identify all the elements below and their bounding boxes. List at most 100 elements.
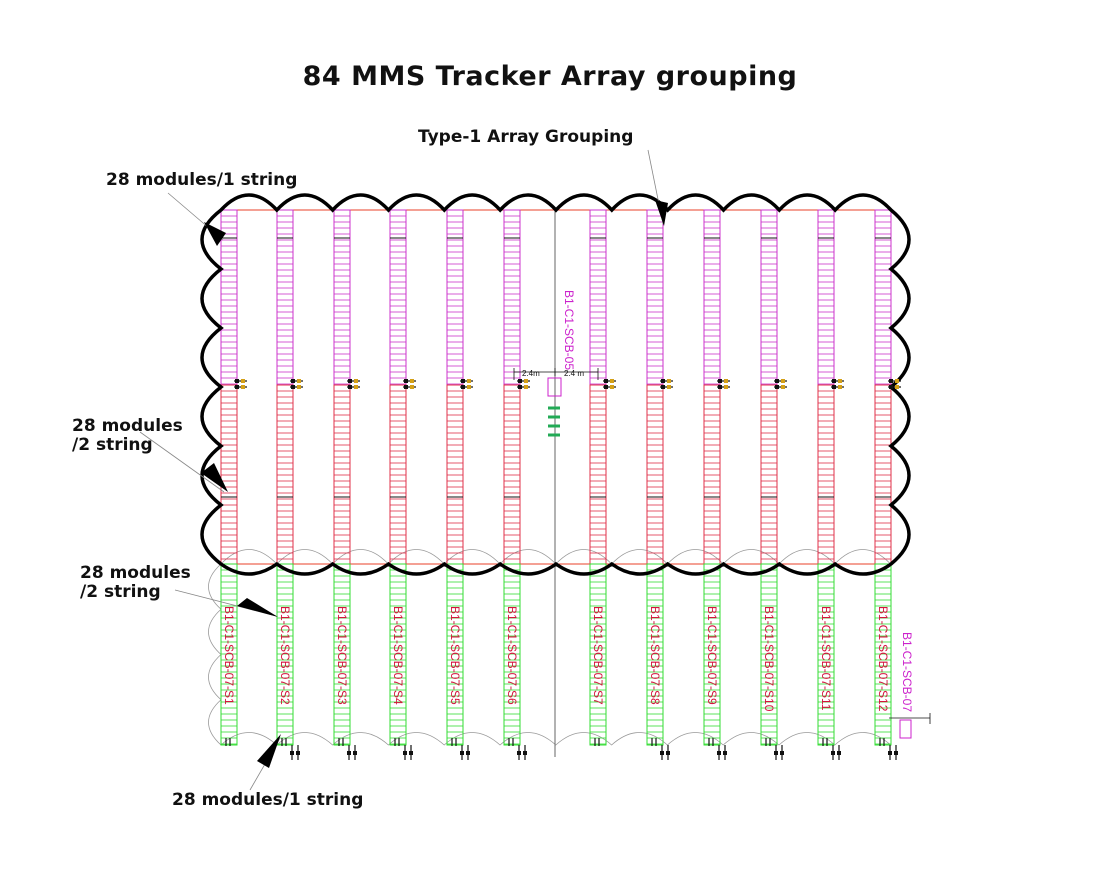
upper-cloud-outline [200,193,911,576]
bottom-connector [451,738,470,760]
string-label: B1-C1-SCB-07-S11 [819,606,833,711]
upper-string-table [503,209,521,386]
lower-cloud-outline [208,549,891,746]
page-title: 84 MMS Tracker Array grouping [302,61,798,92]
lower-string-table [389,563,407,746]
connector-plug [348,385,352,389]
string-label: B1-C1-SCB-07-S5 [448,606,462,705]
annotation-middle-left: 28 modules /2 string [72,417,183,454]
lower-cloud-bottom [220,732,891,746]
string-label: B1-C1-SCB-07-S4 [391,606,405,705]
connector-plug [895,379,899,383]
connector-plug [460,751,464,755]
annotation-middle-left-line1: 28 modules [72,416,183,436]
connector-plug [838,379,842,383]
connector-plug [297,379,301,383]
connector-plug [291,379,295,383]
block-boundaries [220,209,892,757]
bottom-connector [594,738,600,746]
string-label: B1-C1-SCB-07-S3 [335,606,349,705]
tracker-column [874,209,892,746]
connector-plug [661,379,665,383]
connector-plug [241,379,245,383]
string-label: B1-C1-SCB-07-S8 [648,606,662,705]
lower-string-table [333,563,351,746]
upper-string-table [646,209,664,386]
bottom-connector [225,738,231,746]
connector-pair [717,379,730,389]
connector-plug [524,379,528,383]
middle-string-table [874,384,892,565]
tracker-column [446,209,464,746]
leader-arrow-middle [201,463,228,492]
tracker-column [589,209,607,746]
bottom-connector [879,738,898,760]
tracker-column [703,209,721,746]
annotation-leaders [139,149,668,791]
lower-string-table [503,563,521,746]
connector-plug [831,751,835,755]
string-label: B1-C1-SCB-07-S6 [505,606,519,705]
annotation-bottom: 28 modules/1 string [172,790,364,810]
bottom-connector [822,738,841,760]
connector-pair [888,379,901,389]
upper-string-table [703,209,721,386]
upper-string-table [333,209,351,386]
connector-plug [604,385,608,389]
connector-plug [838,385,842,389]
lower-string-table [220,563,238,746]
connector-plug [518,385,522,389]
bottom-connector [651,738,670,760]
connector-plug [718,379,722,383]
annotation-lower-left: 28 modules /2 string [80,564,191,601]
annotation-lower-left-line2: /2 string [80,581,161,602]
connector-plug [604,379,608,383]
connector-plug [410,379,414,383]
tracker-column [333,209,351,746]
connector-plug [775,385,779,389]
bottom-connector [338,738,357,760]
connector-plug [524,385,528,389]
connector-plug [461,379,465,383]
connector-plug [291,385,295,389]
tracker-column [220,209,238,746]
middle-string-table [446,384,464,565]
leader-line-middle [139,431,225,493]
lower-string-table [760,563,778,746]
lower-string-table [703,563,721,746]
connector-plug [290,751,294,755]
lower-string-table [646,563,664,746]
connector-pair [403,379,416,389]
connector-pair [460,379,473,389]
dimension-label-right: 2.4 m [564,369,584,378]
annotation-top-left: 28 modules/1 string [106,170,298,190]
bottom-connector [394,738,413,760]
scb-05-label: B1-C1-SCB-05 [562,290,576,370]
middle-string-table [220,384,238,565]
upper-string-table [276,209,294,386]
connector-plug [348,379,352,383]
connector-plug [660,751,664,755]
connector-plug [724,379,728,383]
bottom-connector [765,738,784,760]
connector-pair [347,379,360,389]
connector-plug [775,379,779,383]
tracker-column [760,209,778,746]
array-grouping-label: Type-1 Array Grouping [418,127,634,147]
scb-upper: B1-C1-SCB-05 2.4m 2.4 m [513,290,599,437]
connector-plug [832,379,836,383]
dimension-label-left: 2.4m [522,369,540,378]
leader-arrow-bottom [257,734,281,768]
connector-plug [523,751,527,755]
leader-arrow-top [204,222,226,246]
connector-plug [403,751,407,755]
connector-plug [297,385,301,389]
connector-plug [467,379,471,383]
connector-plug [718,385,722,389]
connector-plug [354,379,358,383]
middle-string-table [589,384,607,565]
upper-string-table [589,209,607,386]
connector-plug [517,751,521,755]
connector-plug [774,751,778,755]
connector-plug [837,751,841,755]
